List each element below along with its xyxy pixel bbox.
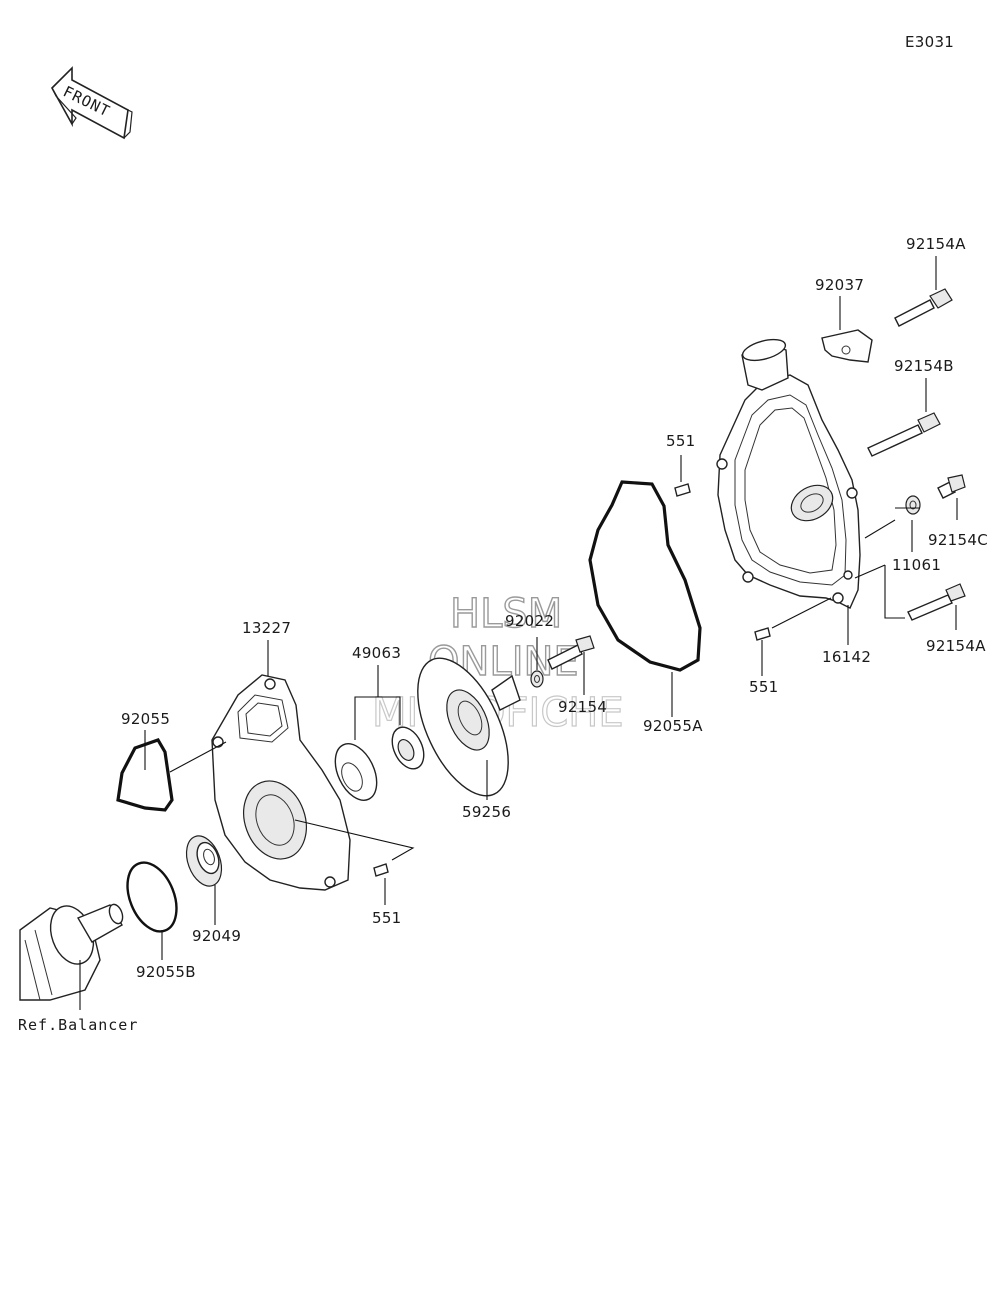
oil-seal-92049 — [185, 835, 223, 887]
washer-11061 — [905, 495, 921, 515]
label-551-lower: 551 — [372, 909, 402, 927]
label-ref-balancer: Ref.Balancer — [18, 1016, 138, 1034]
label-92037: 92037 — [815, 276, 864, 294]
oring-92055B — [126, 861, 178, 933]
diagram-code: E3031 — [905, 33, 954, 51]
balancer-shaft — [19, 903, 124, 1001]
watermark-line1: HLSM — [450, 591, 562, 637]
label-16142: 16142 — [822, 648, 871, 666]
label-92154A-lower: 92154A — [926, 637, 986, 655]
impeller-59256 — [417, 657, 521, 797]
label-11061: 11061 — [892, 556, 941, 574]
label-59256: 59256 — [462, 803, 511, 821]
label-92154B: 92154B — [894, 357, 954, 375]
label-92154: 92154 — [558, 698, 607, 716]
oring-92055 — [116, 738, 174, 812]
front-arrow-icon: FRONT — [51, 66, 133, 140]
label-92055B: 92055B — [136, 963, 196, 981]
label-92055A: 92055A — [643, 717, 703, 735]
label-92055: 92055 — [121, 710, 170, 728]
label-13227: 13227 — [242, 619, 291, 637]
label-92154A-top: 92154A — [906, 235, 966, 253]
pump-body-13227 — [211, 674, 351, 891]
water-pump-cover — [716, 338, 861, 609]
label-49063: 49063 — [352, 644, 401, 662]
leader-lines — [79, 256, 958, 1010]
bolt-92154B — [867, 412, 941, 457]
bolt-92154A-lower — [907, 583, 966, 621]
part-labels: 92154A 92037 92154B 551 92154C 11061 921… — [18, 235, 988, 1034]
washer-92022 — [530, 670, 544, 688]
label-551-upper: 551 — [666, 432, 696, 450]
label-92049: 92049 — [192, 927, 241, 945]
label-92022: 92022 — [505, 612, 554, 630]
bolt-92154A-top — [894, 288, 953, 327]
bracket-92037 — [821, 329, 873, 363]
bolt-92154C — [937, 474, 966, 499]
label-551-right: 551 — [749, 678, 779, 696]
dowel-pin-551-upper — [674, 483, 691, 497]
dowel-pin-551-lower — [373, 863, 389, 877]
bolt-92154 — [547, 635, 595, 670]
dowel-pin-551-right — [754, 627, 771, 641]
oring-92055A — [588, 480, 702, 672]
mechanical-seal-49063 — [334, 726, 425, 801]
label-92154C: 92154C — [928, 531, 988, 549]
